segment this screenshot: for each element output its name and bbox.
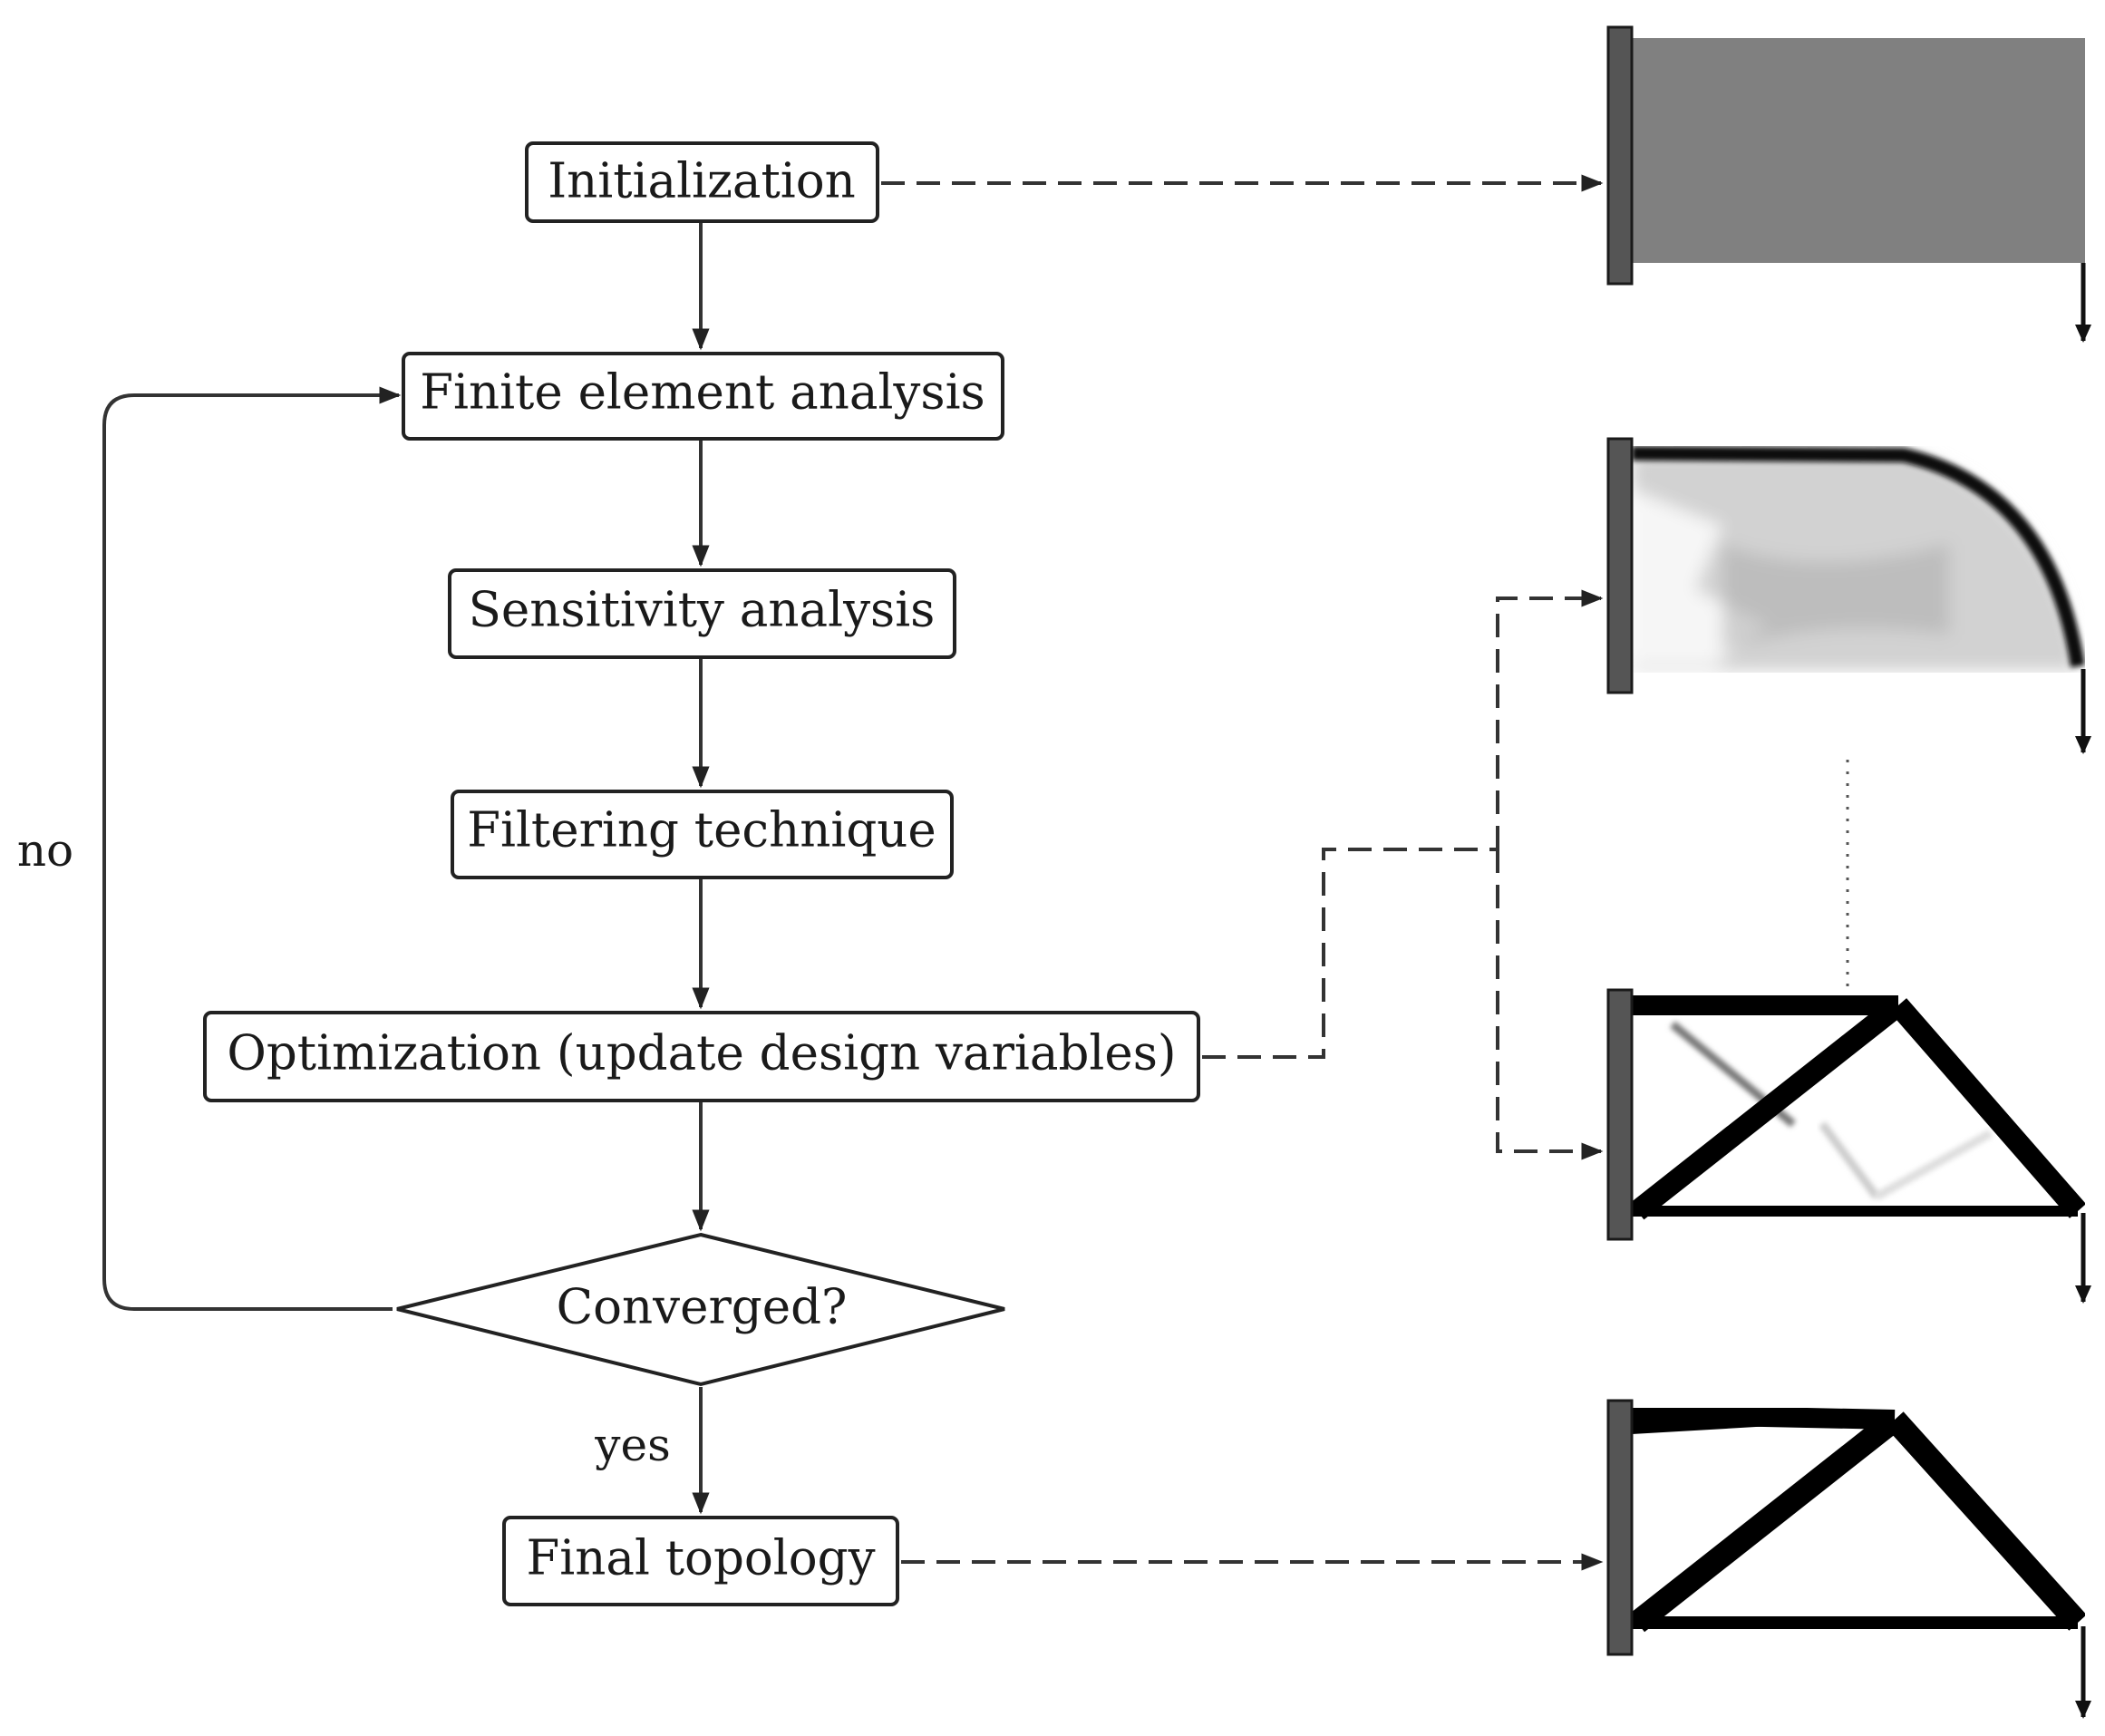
flow-arrows xyxy=(102,223,710,1515)
node-sensitivity-analysis-label: Sensitivity analysis xyxy=(469,583,936,638)
design-final xyxy=(1606,1399,2091,1719)
node-filtering-technique-label: Filtering technique xyxy=(467,803,936,858)
node-optimization: Optimization (update design variables) xyxy=(203,1011,1200,1102)
edge-label-no: no xyxy=(17,824,73,877)
node-initialization-label: Initialization xyxy=(548,154,856,209)
node-finite-element-analysis-label: Finite element analysis xyxy=(420,365,985,421)
dash-to-intermediate-design xyxy=(1496,589,1604,849)
node-converged-label: Converged? xyxy=(557,1280,848,1335)
initial-density-block xyxy=(1628,38,2085,263)
dash-optimization-to-iterations xyxy=(1202,848,1498,1059)
support-wall-4 xyxy=(1606,1399,1634,1656)
support-wall-1 xyxy=(1606,25,1634,286)
design-late-iteration xyxy=(1606,988,2091,1304)
design-intermediate xyxy=(1606,437,2091,754)
dash-to-late-design xyxy=(1496,849,1604,1160)
arrow-loop-no xyxy=(102,386,402,1311)
design-initial xyxy=(1606,25,2091,343)
dashed-connectors xyxy=(881,174,1849,1571)
node-converged-decision: Converged? xyxy=(396,1232,1005,1387)
node-finite-element-analysis: Finite element analysis xyxy=(402,352,1004,441)
edge-label-yes: yes xyxy=(594,1419,671,1471)
node-optimization-label: Optimization (update design variables) xyxy=(227,1026,1176,1081)
node-filtering-technique: Filtering technique xyxy=(451,790,954,879)
support-wall-3 xyxy=(1606,988,1634,1241)
node-initialization: Initialization xyxy=(525,141,879,223)
support-wall-2 xyxy=(1606,437,1634,694)
node-final-topology-label: Final topology xyxy=(526,1531,875,1586)
node-final-topology: Final topology xyxy=(502,1516,899,1606)
node-sensitivity-analysis: Sensitivity analysis xyxy=(448,568,956,659)
